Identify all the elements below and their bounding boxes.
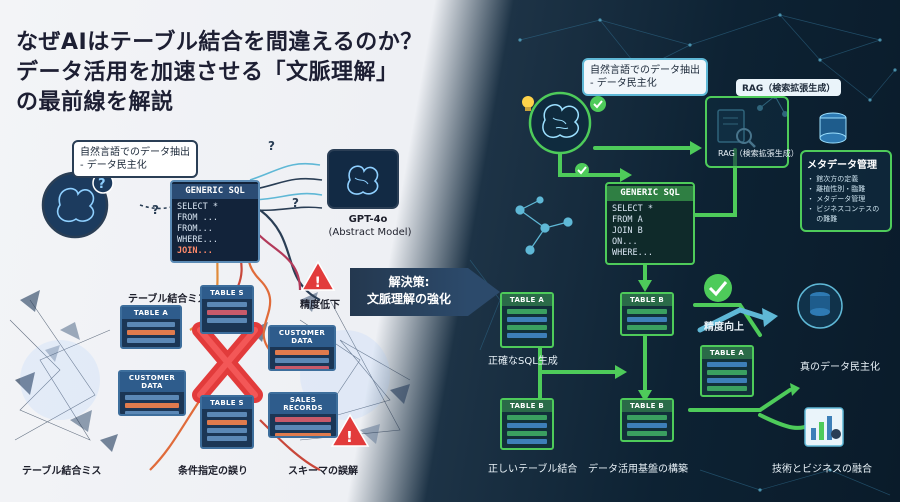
database-icon-democratization [797, 283, 843, 329]
meta-item: ・ 館次方の定義 [807, 175, 859, 183]
table-header: TABLE B [502, 400, 552, 412]
generic-sql-box-left: GENERIC SQL SELECT * FROM ... FROM... WH… [170, 180, 260, 263]
table-sales-records: SALES RECORDS [268, 392, 338, 438]
knowledge-graph-icon [515, 196, 573, 255]
model-brain-icon [327, 149, 399, 209]
sql-line-highlight: JOIN... [177, 246, 213, 256]
warning-icon-bottom: ! [330, 413, 370, 447]
label-join-miss-top: テーブル結合ミス [128, 294, 208, 305]
sql-line: FROM A [612, 215, 643, 225]
rag-label: RAG（検索拡張生成） [718, 149, 799, 158]
table-a-right-left: TABLE A [500, 292, 554, 348]
table-header: TABLE S [202, 397, 252, 409]
table-b-right-left: TABLE B [500, 398, 554, 450]
title-line-1: なぜAIはテーブル結合を間違えるのか？ [16, 30, 423, 55]
generic-sql-box-right: GENERIC SQL SELECT * FROM A JOIN B ON...… [605, 182, 695, 265]
table-s2-left: TABLE S [200, 395, 254, 449]
table-a-left: TABLE A [120, 305, 182, 349]
brain-icon-left: ? [41, 171, 114, 239]
svg-text:!: ! [346, 428, 353, 446]
banner-line-1: 解決策: [388, 275, 430, 289]
label-condition-error: 条件指定の誤り [178, 466, 248, 477]
table-header: TABLE A [702, 347, 752, 359]
speech-bubble-right: 自然言語でのデータ抽出 - データ民主化 [582, 58, 708, 96]
meta-item: ・ 離植性別・臨難 [807, 185, 866, 193]
lightbulb-icon [522, 96, 534, 111]
label-correct-join: 正しいテーブル結合 [488, 464, 578, 475]
speech-bubble-left: 自然言語でのデータ抽出 - データ民主化 [72, 140, 198, 178]
label-tech-business: 技術とビジネスの融合 [772, 464, 872, 475]
bubble-right-line-1: 自然言語でのデータ抽出 [590, 65, 700, 76]
model-sub: (Abstract Model) [328, 227, 412, 238]
banner-line-2: 文脈理解の強化 [366, 292, 451, 306]
table-header: TABLE B [622, 400, 672, 412]
warning-icon-top: ! [300, 260, 336, 291]
table-s-left: TABLE S [200, 285, 254, 334]
sql-line: FROM ... [177, 213, 218, 223]
rag-panel [705, 96, 789, 168]
table-header: TABLE B [622, 294, 672, 306]
table-header: SALES RECORDS [270, 394, 336, 414]
label-true-democratization: 真のデータ民主化 [800, 362, 880, 373]
database-icon-meta [819, 112, 847, 144]
main-title: なぜAIはテーブル結合を間違えるのか？ データ活用を加速させる「文脈理解」 の最… [16, 28, 486, 118]
check-badge-sql-mid [575, 163, 589, 177]
label-join-miss-bottom: テーブル結合ミス [22, 466, 102, 477]
table-customer-data-left: CUSTOMER DATA [118, 370, 186, 416]
bubble-left-line-1: 自然言語でのデータ抽出 [80, 147, 190, 158]
sql-line: FROM... [177, 224, 213, 234]
table-header: TABLE A [122, 307, 180, 319]
sql-line: SELECT * [177, 202, 218, 212]
brain-icon-right [528, 91, 592, 155]
title-line-2: データ活用を加速させる「文脈理解」 [16, 60, 399, 85]
title-line-3: の最前線を解説 [16, 90, 174, 115]
svg-text:!: ! [315, 275, 321, 291]
solution-banner: 解決策: 文脈理解の強化 [350, 268, 468, 316]
table-b-right-bottom: TABLE B [620, 398, 674, 442]
bubble-left-line-2: - データ民主化 [80, 160, 147, 171]
label-accuracy-up: 精度向上 [704, 322, 744, 333]
table-header: CUSTOMER DATA [120, 372, 184, 392]
table-header: TABLE S [202, 287, 252, 299]
sql-line: WHERE... [177, 235, 218, 245]
svg-text:?: ? [292, 196, 299, 210]
table-b-right-mid: TABLE B [620, 292, 674, 336]
svg-text:?: ? [152, 203, 159, 217]
svg-text:?: ? [98, 177, 106, 192]
sql-line: ON... [612, 237, 638, 247]
label-platform: データ活用基盤の構築 [588, 464, 688, 475]
table-header: TABLE A [502, 294, 552, 306]
label-accuracy-down: 精度低下 [300, 300, 340, 311]
meta-title: メタデータ管理 [807, 160, 877, 171]
svg-text:?: ? [268, 139, 275, 153]
bubble-right-line-2: - データ民主化 [590, 78, 657, 89]
trend-up-arrow [697, 307, 768, 333]
label-schema-misread: スキーマの誤解 [288, 466, 358, 477]
meta-item: ・ メタデータ管理 [807, 195, 866, 203]
sql-header-right: GENERIC SQL [607, 186, 693, 201]
sql-line: SELECT * [612, 204, 653, 214]
meta-item: ・ ビジネスコンテスの [807, 205, 880, 213]
sql-line: JOIN B [612, 226, 643, 236]
sql-line: WHERE... [612, 248, 653, 258]
report-chart-icon [804, 407, 844, 447]
table-a-right-right: TABLE A [700, 345, 754, 397]
metadata-panel: メタデータ管理 ・ 館次方の定義 ・ 離植性別・臨難 ・ メタデータ管理 ・ ビ… [800, 150, 892, 232]
meta-item: の難難 [807, 215, 838, 223]
model-name: GPT-4o [348, 214, 388, 225]
table-header: CUSTOMER DATA [270, 327, 334, 347]
rag-title: RAG（検索拡張生成） [736, 79, 842, 96]
sql-header-left: GENERIC SQL [172, 184, 258, 199]
banner-arrow-head [468, 268, 500, 316]
check-badge-brain [590, 96, 606, 112]
label-accurate-sql: 正確なSQL生成 [488, 356, 558, 367]
table-customer-data-right: CUSTOMER DATA [268, 325, 336, 371]
check-badge-accuracy [704, 274, 732, 302]
